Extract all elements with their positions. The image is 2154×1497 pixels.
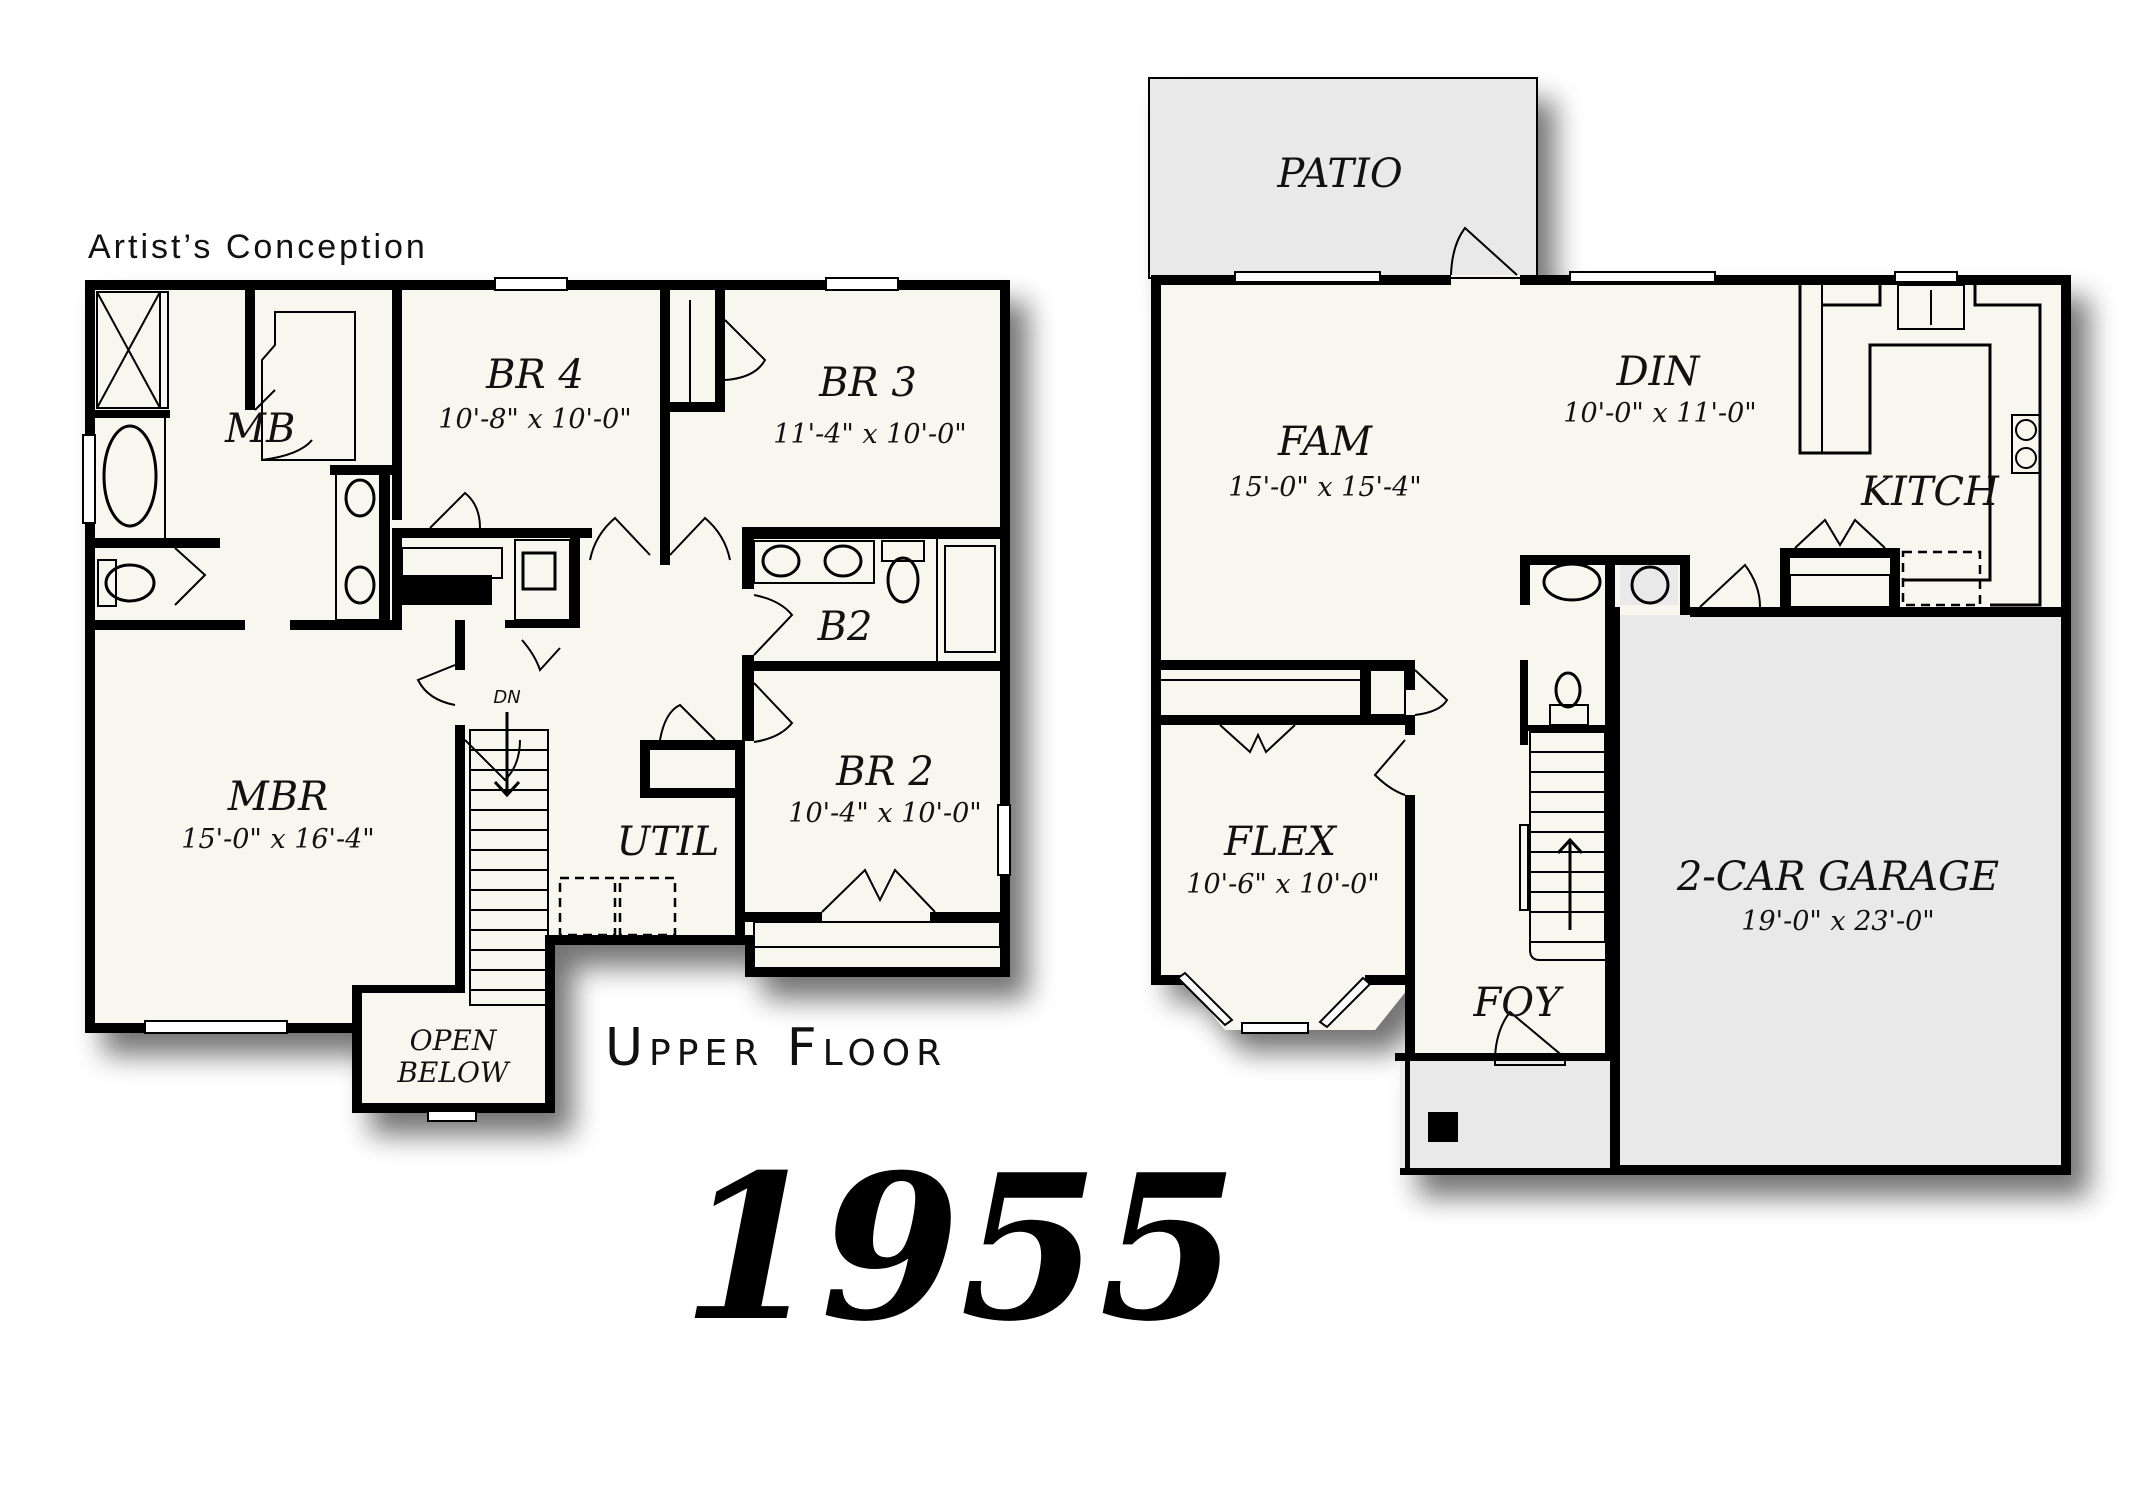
flex-closets (1161, 669, 1449, 1029)
window (825, 277, 899, 291)
patio-area (1149, 78, 1537, 278)
open-below-label-line1: OPEN (410, 1024, 498, 1057)
porch-light-icon (1428, 1112, 1458, 1142)
room-label-flex: FLEX (1223, 819, 1338, 865)
util-appliances (558, 876, 677, 937)
window (1234, 271, 1381, 283)
lower-floor-plan: PATIO FAM 15'-0" x 15'-4" DIN 10'-0" x 1… (1148, 77, 2071, 1175)
room-label-br2: BR 2 (835, 749, 934, 795)
room-label-fam: FAM (1277, 419, 1373, 465)
toilet-icon (1554, 671, 1582, 709)
room-dims-garage: 19'-0" x 23'-0" (1741, 906, 1934, 937)
sink-icon (761, 544, 801, 578)
room-dims-br3: 11'-4" x 10'-0" (773, 419, 966, 450)
room-dims-flex: 10'-6" x 10'-0" (1186, 869, 1379, 900)
patio-door (1450, 226, 1518, 276)
sink-icon (823, 544, 863, 578)
hall-doors (416, 639, 716, 782)
room-dims-mbr: 15'-0" x 16'-4" (181, 824, 374, 855)
garage-area (1620, 615, 2065, 1170)
window (1894, 271, 1958, 283)
bathtub-icon (102, 424, 158, 528)
upper-floor-title: Upper Floor (605, 1018, 947, 1078)
room-label-util: UTIL (617, 819, 720, 865)
room-label-b2: B2 (817, 604, 873, 650)
hall-closets (401, 300, 767, 621)
room-label-foy: FOY (1473, 980, 1565, 1026)
powder-room-fixtures (1520, 562, 1678, 731)
dishwasher-outline (1901, 550, 1982, 607)
room-label-garage: 2-CAR GARAGE (1676, 854, 1999, 900)
room-label-br4: BR 4 (485, 352, 584, 398)
room-label-mbr: MBR (227, 774, 328, 820)
plan-number: 1955 (682, 1131, 1239, 1366)
sink-icon (344, 565, 376, 605)
lower-stairs (1519, 731, 1606, 961)
upper-stairs (455, 712, 549, 1006)
room-label-br3: BR 3 (818, 360, 917, 406)
stair-down-label: DN (493, 687, 520, 708)
master-bath-fixtures (96, 291, 381, 621)
room-label-din: DIN (1616, 349, 1702, 395)
room-label-patio: PATIO (1276, 151, 1402, 197)
room-dims-br4: 10'-8" x 10'-0" (438, 404, 631, 435)
upper-interior-walls (95, 290, 1000, 940)
room-dims-fam: 15'-0" x 15'-4" (1228, 472, 1421, 503)
room-label-mb: MB (224, 406, 295, 452)
toilet-icon (104, 563, 156, 603)
bath-2-fixtures (753, 539, 996, 743)
window (1569, 271, 1716, 283)
window (82, 434, 96, 524)
sink-icon (1542, 562, 1602, 602)
toilet-icon (886, 556, 920, 604)
window (1241, 1022, 1309, 1034)
br2-closet (753, 868, 1001, 948)
open-below-label-line2: BELOW (396, 1056, 511, 1089)
window (427, 1110, 477, 1122)
kitchen-sink-icon (1897, 284, 1965, 330)
lower-interior-walls (1161, 548, 2065, 1055)
window (494, 277, 568, 291)
room-label-kitch: KITCH (1860, 469, 2000, 515)
kitchen-cabinets (1699, 284, 2042, 608)
upper-floor-plan: MB BR 4 10'-8" x 10'-0" BR 3 11'-4" x 10… (82, 277, 1011, 1122)
room-dims-br2: 10'-4" x 10'-0" (788, 798, 981, 829)
water-heater-icon (1630, 565, 1670, 605)
artists-conception-caption: Artist’s Conception (88, 228, 428, 266)
sink-icon (344, 478, 376, 518)
room-dims-din: 10'-0" x 11'-0" (1563, 398, 1756, 429)
window (144, 1020, 288, 1034)
window (997, 804, 1011, 876)
front-door (1494, 1010, 1566, 1066)
cooktop-icon (2011, 414, 2041, 474)
